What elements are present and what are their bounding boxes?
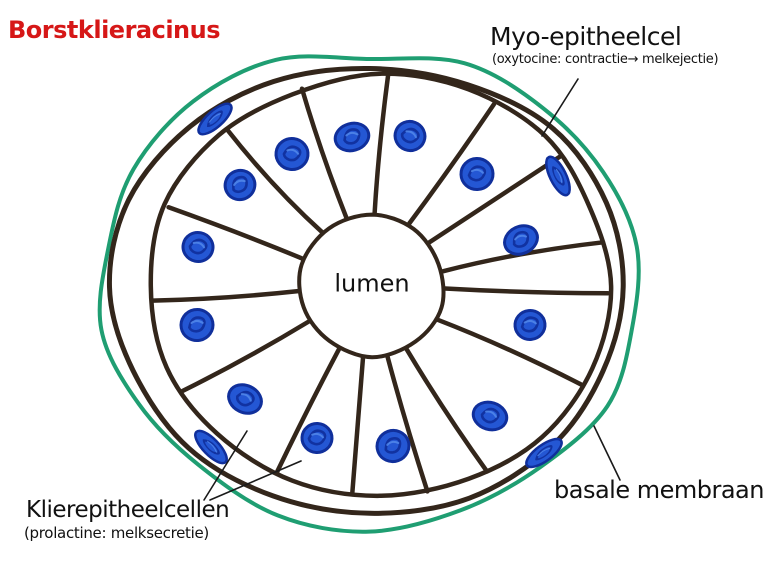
- myo-epitheelcel-name: Myo-epitheelcel: [490, 22, 682, 51]
- label-klierepitheelcellen: Klierepitheelcellen (prolactine: melksec…: [24, 497, 230, 543]
- label-lumen: lumen: [334, 269, 410, 298]
- label-myo-epitheelcel: Myo-epitheelcel (oxytocine: contractie→ …: [490, 22, 719, 68]
- klierepitheelcellen-name: Klierepitheelcellen: [26, 497, 230, 523]
- klierepitheelcellen-subtitle: (prolactine: melksecretie): [24, 524, 209, 543]
- page-title: Borstklieracinus: [8, 16, 221, 44]
- label-basale-membraan: basale membraan: [554, 476, 764, 504]
- myo-epitheelcel-subtitle: (oxytocine: contractie→ melkejectie): [492, 52, 719, 68]
